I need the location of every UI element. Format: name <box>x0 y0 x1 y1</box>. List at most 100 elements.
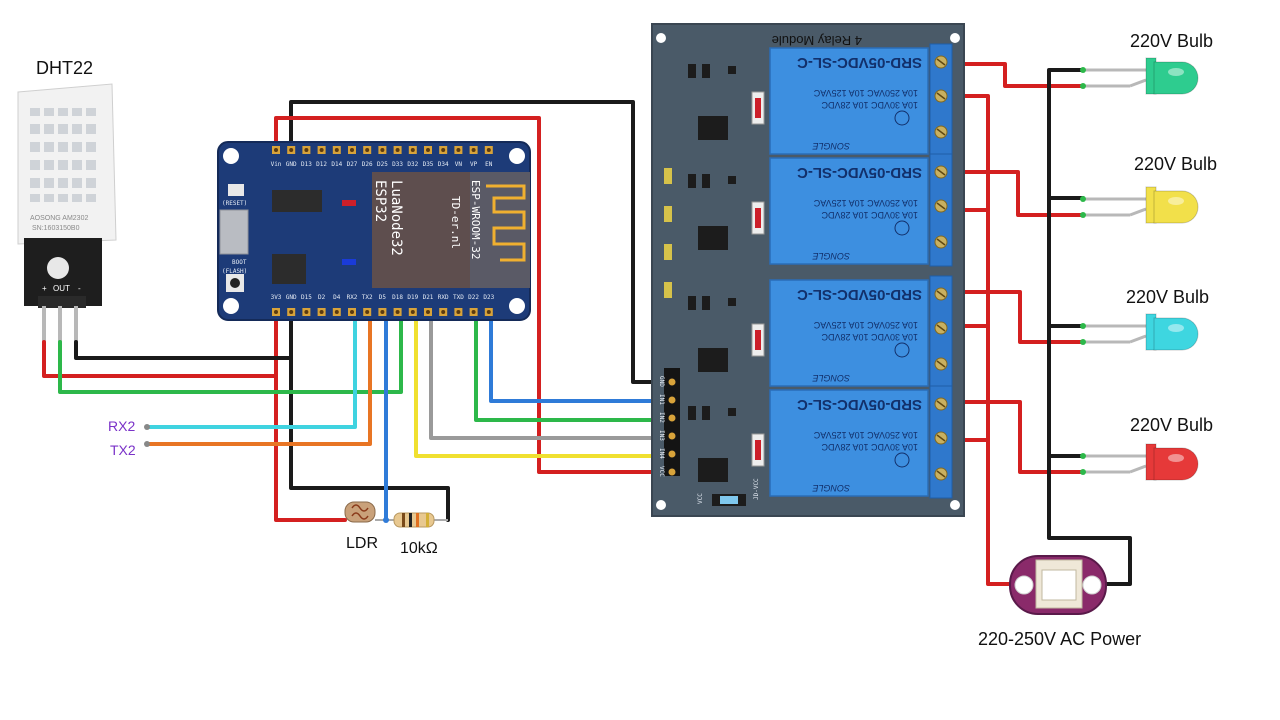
top-pin-label-d12: D12 <box>316 161 327 168</box>
relay-model-2: SRD-05VDC-SL-C <box>797 164 922 181</box>
top-pin-label-d13: D13 <box>301 161 312 168</box>
jumper-vcc-label: VCC <box>697 493 704 504</box>
wire-ac-live <box>941 94 1014 586</box>
relay-brand-3: SONGLE <box>811 373 850 383</box>
bottom-pin-label-gnd: GND <box>286 294 297 301</box>
antenna-trace <box>486 184 526 262</box>
relay-header-pin-in1 <box>668 396 676 404</box>
wires <box>42 62 1132 586</box>
relay-rating-b-3: 10A 30VDC 10A 28VDC <box>821 332 918 342</box>
module-text-wroom: ESP-WROOM-32 <box>469 180 482 259</box>
top-pin-label-d25: D25 <box>377 161 388 168</box>
wire-vin-relay <box>274 116 670 474</box>
relay-header-label-in1: IN1 <box>658 394 665 405</box>
relay-led-1 <box>755 98 761 118</box>
bulbs: 220V Bulb 220V Bulb 220V Bulb 220V Bulb <box>1080 31 1217 481</box>
bulb-1: 220V Bulb <box>1080 31 1213 95</box>
optocoupler-1 <box>698 116 728 140</box>
dht22-mount-hole <box>47 257 69 279</box>
jumper-jdvcc-label: JD-VCC <box>753 478 760 500</box>
optocoupler-2 <box>698 226 728 250</box>
bottom-pin-label-d18: D18 <box>392 294 403 301</box>
module-text-tder: TD-er.nl <box>449 196 462 249</box>
wire-in4 <box>414 310 670 458</box>
top-pin-label-d35: D35 <box>423 161 434 168</box>
dht22-label: DHT22 <box>36 58 93 78</box>
wire-gnd-resistor <box>289 310 450 522</box>
relay-led-4 <box>755 440 761 460</box>
dht22-grille <box>30 108 96 202</box>
optocoupler-3 <box>698 348 728 372</box>
ldr-circuit: LDR 10kΩ <box>344 501 448 557</box>
bottom-pin-label-d2: D2 <box>318 294 326 301</box>
bulb-3: 220V Bulb <box>1080 287 1209 351</box>
bulb-2: 220V Bulb <box>1080 154 1217 224</box>
ac-power-label: 220-250V AC Power <box>978 629 1141 649</box>
bulb-label-1: 220V Bulb <box>1130 31 1213 51</box>
bottom-pin-label-rx2: RX2 <box>347 294 358 301</box>
bulb-4: 220V Bulb <box>1080 415 1213 481</box>
relay-header-pin-gnd <box>668 378 676 386</box>
relay-rating-b-1: 10A 30VDC 10A 28VDC <box>821 100 918 110</box>
bulb-label-2: 220V Bulb <box>1134 154 1217 174</box>
top-pin-label-gnd: GND <box>286 161 297 168</box>
bulb-glass-1 <box>1153 61 1199 95</box>
relay-brand-1: SONGLE <box>811 141 850 151</box>
relay-header-label-vcc: VCC <box>658 466 665 477</box>
en-button[interactable] <box>228 184 244 196</box>
relay-rating-a-2: 10A 250VAC 10A 125VAC <box>813 198 918 208</box>
relay-header-pin-in2 <box>668 414 676 422</box>
top-pin-label-d33: D33 <box>392 161 403 168</box>
top-pin-label-d32: D32 <box>407 161 418 168</box>
optocoupler-4 <box>698 458 728 482</box>
relay-led-2 <box>755 208 761 228</box>
relay-brand-2: SONGLE <box>811 251 850 261</box>
dht22-pin-plus: + <box>42 284 47 293</box>
wire-ac-neutral <box>1047 68 1132 586</box>
rx2-label: RX2 <box>108 418 135 434</box>
bottom-pin-label-d5: D5 <box>379 294 387 301</box>
wire-tx2 <box>145 310 372 446</box>
relay-header-pin-in4 <box>668 450 676 458</box>
bottom-pin-label-d21: D21 <box>423 294 434 301</box>
bottom-pin-label-tx2: TX2 <box>362 294 373 301</box>
bulb-glass-3 <box>1153 317 1199 351</box>
ldr-sensor <box>344 501 376 523</box>
wire-3v3-ldr <box>274 310 347 522</box>
dht22-pin-out: OUT <box>53 284 70 293</box>
top-pin-label-d34: D34 <box>438 161 449 168</box>
esp32-led-blue <box>342 259 356 265</box>
bottom-pin-label-d4: D4 <box>333 294 341 301</box>
relay-led-3 <box>755 330 761 350</box>
relay-body-3 <box>769 279 929 387</box>
top-pin-label-d27: D27 <box>347 161 358 168</box>
relay-rating-a-4: 10A 250VAC 10A 125VAC <box>813 430 918 440</box>
chip-text-esp32: ESP32 <box>372 180 388 222</box>
relay-model-4: SRD-05VDC-SL-C <box>797 396 922 413</box>
relay-brand-4: SONGLE <box>811 483 850 493</box>
ac-power-connector: 220-250V AC Power <box>978 555 1141 649</box>
bottom-pin-label-d22: D22 <box>468 294 479 301</box>
relay-header-label-gnd: GND <box>658 376 665 387</box>
relay-body-2 <box>769 157 929 265</box>
bottom-pin-label-d19: D19 <box>407 294 418 301</box>
esp32-usb-chip <box>272 254 306 284</box>
top-pin-label-en: EN <box>485 161 493 168</box>
dht22-brand: AOSONG AM2302 <box>30 215 88 222</box>
relay-title: 4 Relay Module <box>772 33 862 48</box>
boot-button-label: BOOT(FLASH) <box>222 259 247 275</box>
bottom-pin-label-txd: TXD <box>453 294 464 301</box>
relay-model-3: SRD-05VDC-SL-C <box>797 286 922 303</box>
relay-header-label-in4: IN4 <box>658 448 665 459</box>
relay-header-pin-vcc <box>668 468 676 476</box>
wire-dht-gnd <box>74 340 293 360</box>
top-pin-label-vn: VN <box>455 161 463 168</box>
wire-rx2 <box>145 310 357 429</box>
